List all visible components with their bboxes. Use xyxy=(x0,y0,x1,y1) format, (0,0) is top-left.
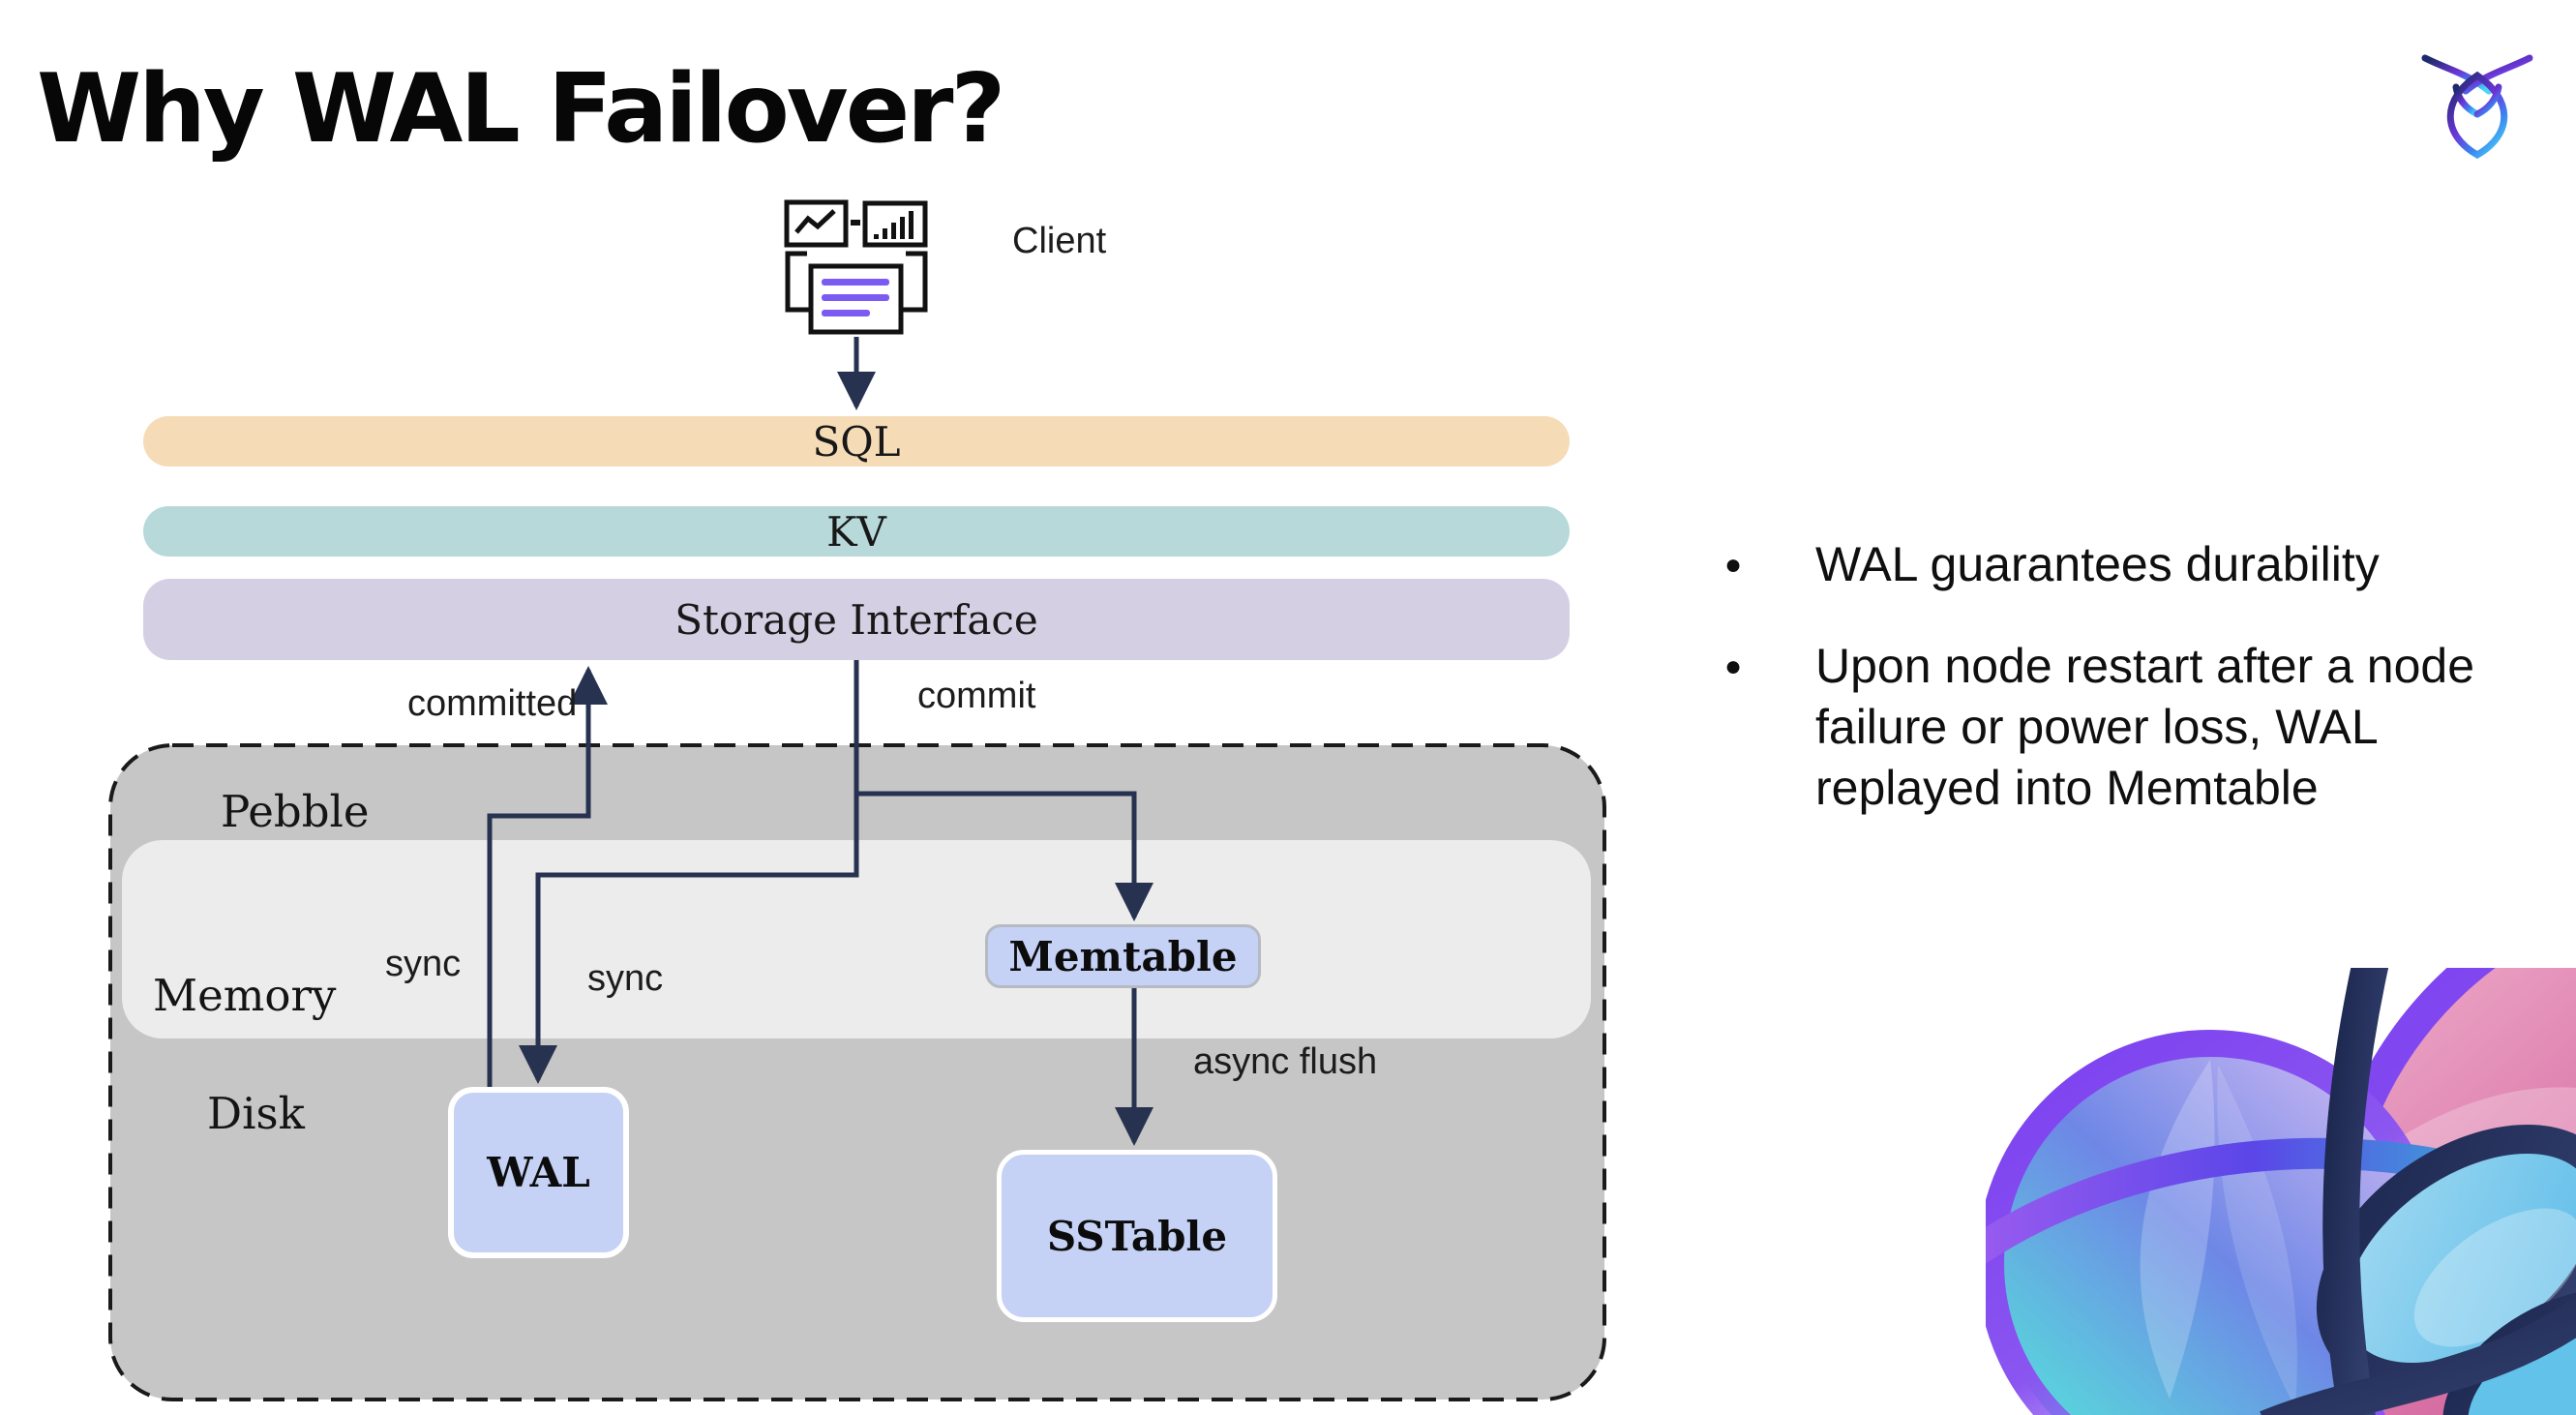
bracket-right-icon xyxy=(900,251,928,313)
layer-sql-bar: SQL xyxy=(143,416,1570,467)
bullet-list: ● WAL guarantees durability ● Upon node … xyxy=(1724,534,2528,819)
bullet-item: ● WAL guarantees durability xyxy=(1724,534,2528,595)
arrow-commit-to-memtable xyxy=(856,791,1153,921)
arrow-commit-sync-to-wal xyxy=(519,660,859,1084)
node-wal: WAL xyxy=(448,1087,629,1258)
dash-connector xyxy=(851,220,860,226)
node-memtable: Memtable xyxy=(985,924,1261,988)
bracket-left-icon xyxy=(785,251,813,313)
layer-storage-interface-label: Storage Interface xyxy=(674,595,1038,644)
node-wal-label: WAL xyxy=(487,1149,590,1196)
arrow-committed-wal-to-storage xyxy=(487,666,608,1088)
node-sstable: SSTable xyxy=(997,1150,1277,1322)
bullet-item: ● Upon node restart after a node failure… xyxy=(1724,636,2528,819)
edge-label-sync-right: sync xyxy=(587,958,664,999)
memory-zone-label: Memory xyxy=(153,970,337,1021)
bullet-dot-icon: ● xyxy=(1724,549,1743,581)
layer-kv-bar: KV xyxy=(143,506,1570,557)
edge-label-commit: commit xyxy=(917,676,1036,716)
client-label: Client xyxy=(1012,221,1107,261)
bullet-dot-icon: ● xyxy=(1724,650,1743,682)
node-sstable-label: SSTable xyxy=(1046,1212,1228,1260)
layer-storage-interface-bar: Storage Interface xyxy=(143,579,1570,660)
cockroachdb-logo-icon xyxy=(2421,54,2533,159)
disk-zone-label: Disk xyxy=(207,1088,305,1139)
bullet-text: WAL guarantees durability xyxy=(1815,537,2380,591)
layer-kv-label: KV xyxy=(826,507,886,556)
node-memtable-label: Memtable xyxy=(1008,932,1238,980)
layer-sql-label: SQL xyxy=(812,417,901,466)
pebble-label: Pebble xyxy=(221,786,370,837)
edge-label-async-flush: async flush xyxy=(1193,1041,1378,1082)
client-devices-icon xyxy=(784,199,928,335)
slide-title: Why WAL Failover? xyxy=(37,54,1005,165)
edge-label-committed: committed xyxy=(407,683,578,724)
edge-label-sync-left: sync xyxy=(385,944,462,984)
brand-corner-art xyxy=(1986,968,2576,1415)
bullet-text: Upon node restart after a node failure o… xyxy=(1815,639,2475,815)
